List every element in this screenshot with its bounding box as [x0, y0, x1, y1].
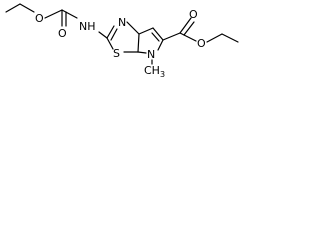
chemical-structure-diagram: O O NH N S N CH3 O O: [0, 0, 287, 144]
bond-n6-c6a: [137, 51, 147, 54]
bond-ch2-to-ch3-right: [221, 33, 239, 43]
bond-o-ether-to-carbonyl-c-left: [44, 9, 63, 19]
bond-c2-n3-double-b: [110, 28, 118, 41]
bonds: [5, 3, 239, 65]
atom-ch3: CH3: [144, 64, 165, 79]
bond-c4-c5-double-b: [151, 32, 160, 42]
bond-ester-c-to-o-carbonyl: [179, 17, 192, 34]
bond-o-ether-to-ch2-right: [206, 33, 223, 43]
bond-c3a-c6a: [137, 33, 140, 53]
bond-c5-n6: [157, 39, 164, 51]
atom-n-thiazole: N: [118, 16, 126, 29]
bond-ester-c-to-o-ether: [179, 32, 197, 42]
atom-o-ether-left: O: [35, 12, 44, 25]
bond-c2-s1: [106, 37, 114, 50]
bond-n3-c3a: [126, 21, 140, 35]
atom-o-carbonyl-right: O: [189, 8, 198, 21]
bond-ester-c-o-double: [183, 21, 195, 36]
bond-c5-to-ester-c: [162, 32, 181, 41]
bond-ethyl-ch2-o-left: [19, 3, 35, 13]
bond-ethyl-ch3-ch2-left: [5, 3, 21, 13]
atom-o-carbonyl-left: O: [58, 27, 67, 40]
canvas-background: [0, 0, 287, 144]
atom-n-pyrrole: N: [147, 48, 155, 61]
bond-c3a-c4: [138, 27, 154, 35]
atom-nh: NH: [79, 20, 96, 33]
bond-nh-to-thiazole-c2: [98, 31, 108, 39]
bond-carbonyl-c-to-nh: [61, 9, 78, 19]
atom-s-thiazole: S: [113, 47, 120, 60]
atom-ch3-subscript: 3: [160, 70, 165, 79]
atom-o-ether-right: O: [197, 37, 206, 50]
atom-labels: O O NH N S N CH3 O O: [35, 8, 206, 79]
bond-c4-c5-double-a: [152, 27, 164, 41]
bond-c2-n3-double-a: [106, 25, 115, 39]
atom-ch3-main: CH: [144, 64, 160, 77]
